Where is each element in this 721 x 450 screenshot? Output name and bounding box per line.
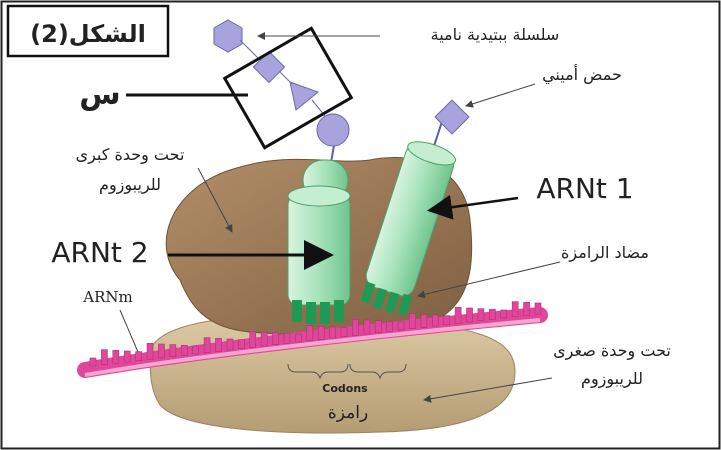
- peptide-chain-label: سلسلة ببتيدية نامية: [431, 25, 560, 44]
- peptide-chain: [214, 20, 349, 146]
- x-marker-label: س: [79, 77, 120, 112]
- codon-label-ar: رامزة: [328, 403, 368, 423]
- trna1-label: ARNt 1: [536, 172, 633, 205]
- trna2-label: ARNt 2: [51, 236, 148, 269]
- mrna-label: ARNm: [82, 288, 132, 306]
- small-subunit-label-line1: تحت وحدة صغرى: [553, 341, 671, 361]
- figure-label: الشكل(2): [30, 20, 146, 48]
- large-subunit-label-line2: للريبوزوم: [99, 175, 161, 195]
- small-subunit-label-line2: للريبوزوم: [581, 369, 643, 389]
- amino-acid-label: حمض أميني: [542, 64, 622, 85]
- codons-label: Codons: [322, 382, 368, 395]
- large-subunit-label-line1: تحت وحدة كبرى: [76, 145, 185, 165]
- anticodon-label: مضاد الرامزة: [561, 243, 649, 263]
